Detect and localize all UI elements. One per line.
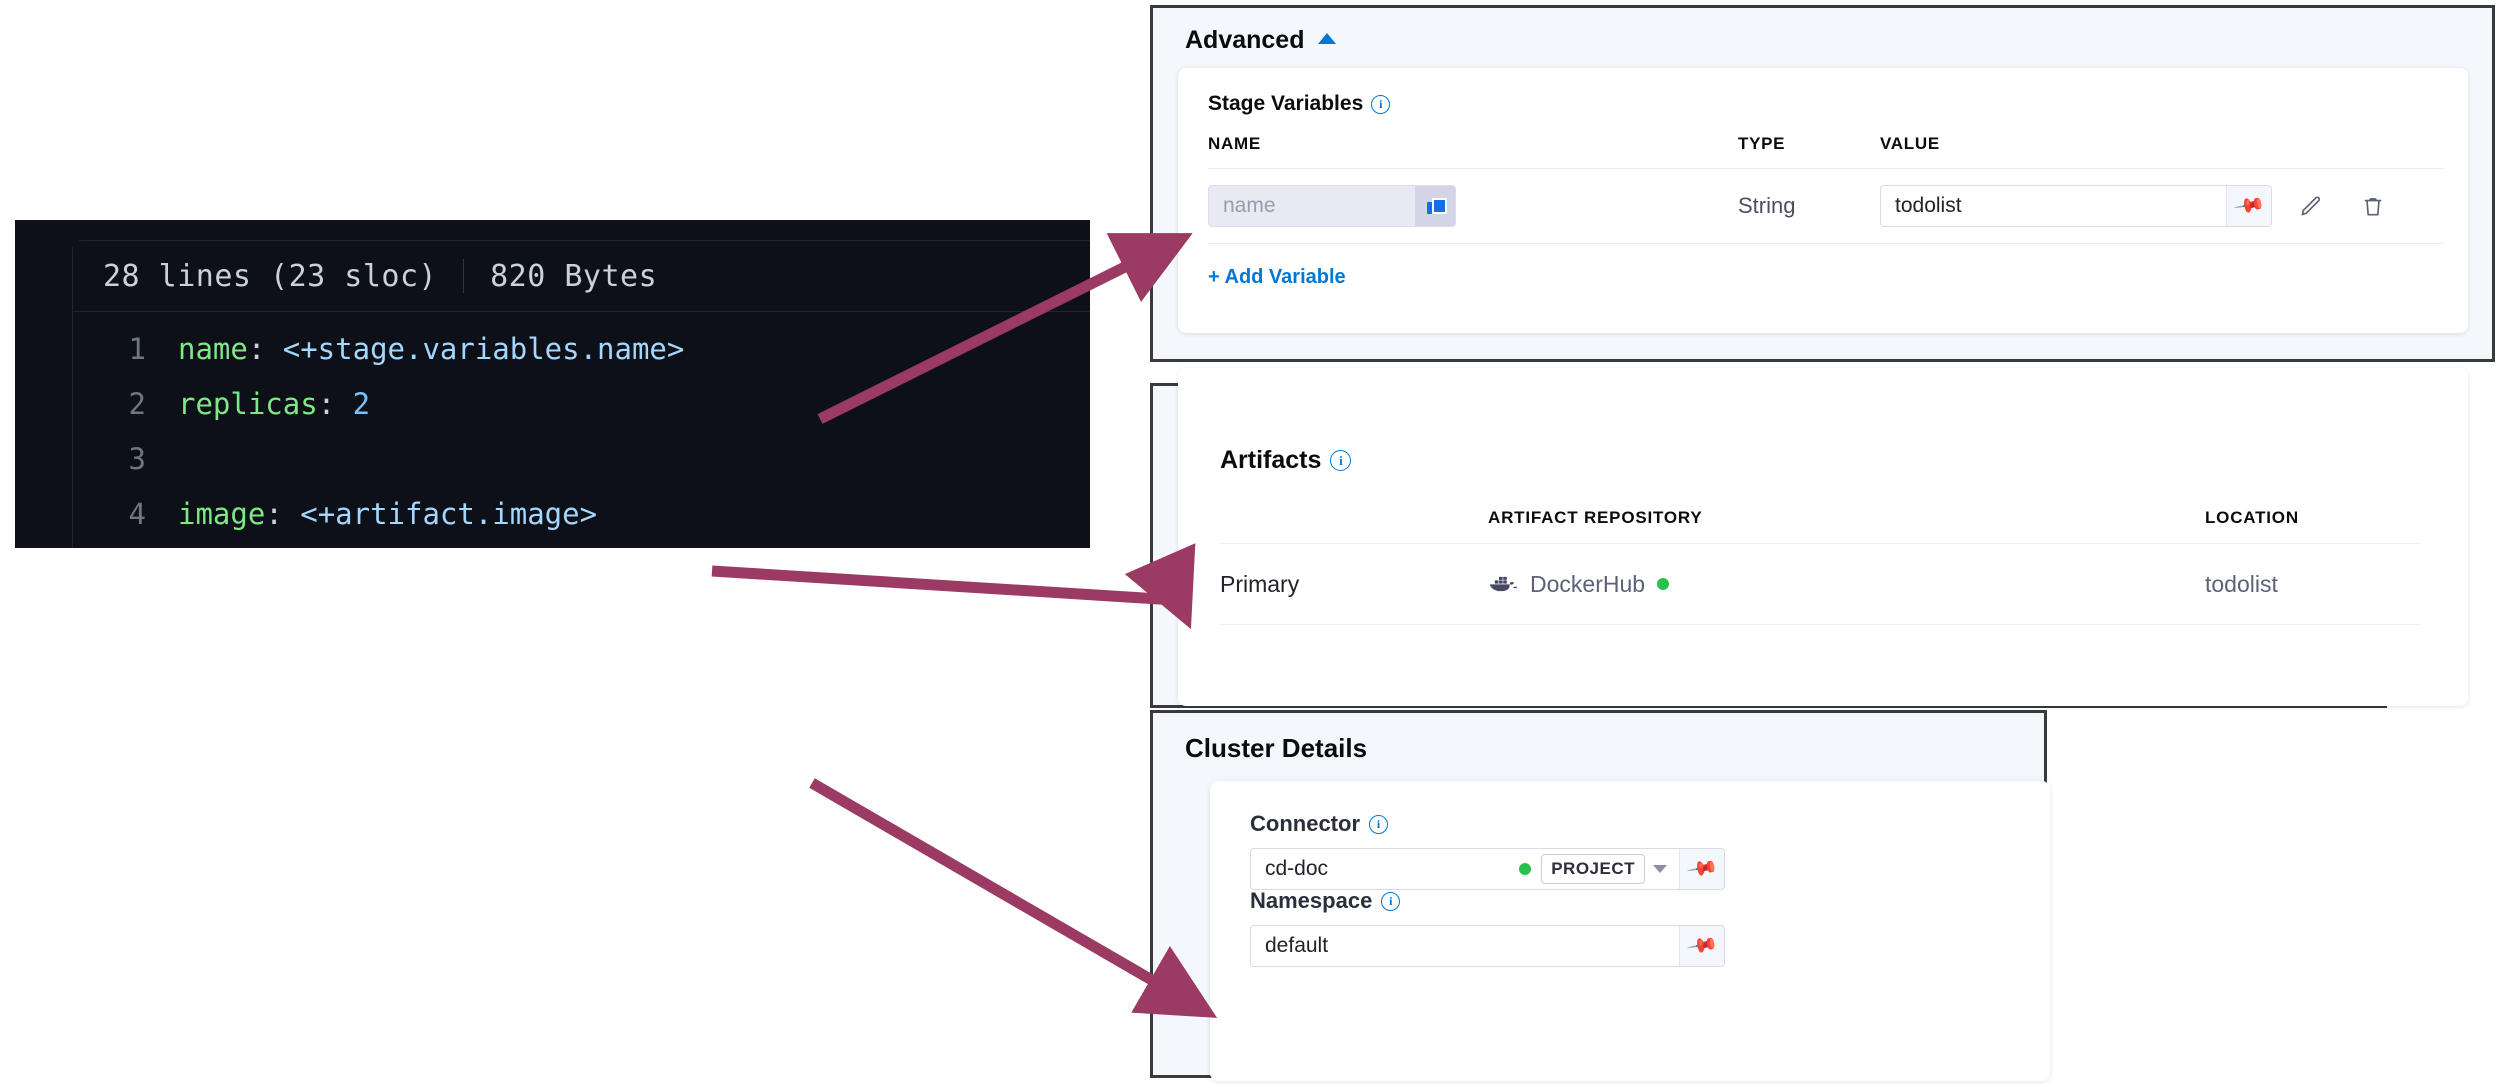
code-line: 5# dockercfg: <+artifact.imagePullSecret… <box>73 542 1090 548</box>
table-row: String 📌 <box>1208 168 2444 244</box>
stage-variable-name-input[interactable] <box>1209 186 1415 226</box>
meta-divider <box>463 259 465 293</box>
chevron-down-icon[interactable] <box>1653 865 1667 873</box>
code-token: <+stage.variables.name> <box>282 332 685 366</box>
status-dot-green <box>1519 863 1532 875</box>
code-viewer-panel: 28 lines (23 sloc) 820 Bytes 1 name: <+st… <box>15 220 1090 548</box>
column-header-artifact-repository: ARTIFACT REPOSITORY <box>1488 508 1703 527</box>
connector-label-text: Connector <box>1250 811 1360 836</box>
code-file-size: 820 Bytes <box>490 258 658 294</box>
code-token: 2 <box>352 387 371 421</box>
column-header-name: NAME <box>1208 134 1261 153</box>
stage-variables-column-headers: NAME TYPE VALUE <box>1208 134 2444 168</box>
stage-variable-type: String <box>1738 193 1796 218</box>
namespace-field[interactable]: 📌 <box>1250 925 1725 967</box>
line-content: name: <+stage.variables.name> <box>178 322 684 377</box>
arrow-to-artifact-primary-tail <box>711 565 1176 606</box>
artifact-type: Primary <box>1220 570 1300 597</box>
advanced-title: Advanced <box>1185 26 1305 54</box>
table-row: Primary DockerHub t <box>1220 543 2420 625</box>
code-token: name <box>178 332 248 366</box>
code-token: image <box>178 497 266 531</box>
namespace-input[interactable] <box>1251 926 1679 966</box>
cluster-details-panel: Cluster Details Connector i PROJECT 📌 Na… <box>1150 710 2050 1081</box>
advanced-section-header[interactable]: Advanced <box>1185 26 1337 55</box>
advanced-panel: Advanced Stage Variables i NAME TYPE VAL… <box>1150 5 2495 362</box>
column-header-type: TYPE <box>1738 134 1786 153</box>
artifacts-title: Artifacts <box>1220 446 1322 474</box>
artifacts-column-headers: ARTIFACT REPOSITORY LOCATION <box>1220 508 2420 538</box>
artifacts-label: Artifacts i <box>1220 446 1352 475</box>
stage-variable-value-field[interactable]: 📌 <box>1880 185 2272 227</box>
code-token: : <box>247 332 283 366</box>
namespace-label-text: Namespace <box>1250 888 1373 913</box>
artifacts-panel: Artifacts i ARTIFACT REPOSITORY LOCATION… <box>1150 368 2468 708</box>
code-file-meta: 28 lines (23 sloc) 820 Bytes <box>73 241 1090 312</box>
stage-variables-title: Stage Variables <box>1208 92 1364 115</box>
code-token: : <box>317 387 353 421</box>
stage-variable-name-field[interactable] <box>1208 185 1456 227</box>
stage-variables-card: Stage Variables i NAME TYPE VALUE String… <box>1178 68 2468 333</box>
code-token: <+artifact.image> <box>300 497 598 531</box>
line-number: 5 <box>73 542 178 548</box>
line-content: # dockercfg: <+artifact.imagePullSecret> <box>178 542 876 548</box>
code-token: : <box>265 497 301 531</box>
stage-variable-value-input[interactable] <box>1881 186 2226 226</box>
pencil-icon[interactable] <box>2298 192 2324 220</box>
connector-input[interactable] <box>1251 849 1520 889</box>
line-content: replicas: 2 <box>178 377 370 432</box>
info-icon[interactable]: i <box>1330 450 1352 471</box>
scope-chip-project[interactable]: PROJECT <box>1541 854 1645 884</box>
line-number: 3 <box>128 442 146 476</box>
code-viewer-body: 28 lines (23 sloc) 820 Bytes 1 name: <+st… <box>72 240 1090 548</box>
connector-label: Connector i <box>1250 811 1388 837</box>
code-line-count: 28 lines (23 sloc) <box>103 258 438 294</box>
copy-icon[interactable] <box>1415 186 1455 226</box>
artifacts-card: Artifacts i ARTIFACT REPOSITORY LOCATION… <box>1178 368 2468 706</box>
column-header-value: VALUE <box>1880 134 1940 153</box>
docker-whale-icon <box>1490 576 1518 592</box>
arrow-to-namespace-field <box>809 778 1218 1018</box>
code-token: replicas <box>178 387 318 421</box>
pin-icon[interactable]: 📌 <box>1679 849 1724 889</box>
artifact-repository-cell[interactable]: DockerHub <box>1488 570 1670 598</box>
chevron-up-icon[interactable] <box>1318 33 1337 44</box>
cluster-details-card: Connector i PROJECT 📌 Namespace i 📌 <box>1210 781 2050 1081</box>
code-line: 1 name: <+stage.variables.name> <box>73 322 1090 377</box>
pin-icon[interactable]: 📌 <box>2226 186 2271 226</box>
connector-field[interactable]: PROJECT 📌 <box>1250 848 1725 890</box>
cluster-details-title: Cluster Details <box>1185 733 1368 763</box>
info-icon[interactable]: i <box>1369 814 1388 834</box>
line-number: 2 <box>128 387 146 421</box>
code-line: 3 <box>73 432 1090 487</box>
pin-icon[interactable]: 📌 <box>1679 926 1724 966</box>
artifact-repository-name: DockerHub <box>1530 570 1646 597</box>
column-header-location: LOCATION <box>2205 508 2299 527</box>
line-number: 4 <box>128 497 146 531</box>
status-dot-green <box>1657 578 1670 590</box>
namespace-label: Namespace i <box>1250 888 1401 914</box>
code-line: 4 image: <+artifact.image> <box>73 487 1090 542</box>
info-icon[interactable]: i <box>1381 891 1401 911</box>
stage-variables-label: Stage Variables i <box>1208 92 1391 116</box>
info-icon[interactable]: i <box>1371 94 1391 114</box>
artifact-location: todolist <box>2205 570 2278 597</box>
trash-icon[interactable] <box>2360 192 2386 220</box>
add-variable-button[interactable]: + Add Variable <box>1208 266 1346 288</box>
line-number: 1 <box>128 332 146 366</box>
line-content: image: <+artifact.image> <box>178 487 597 542</box>
